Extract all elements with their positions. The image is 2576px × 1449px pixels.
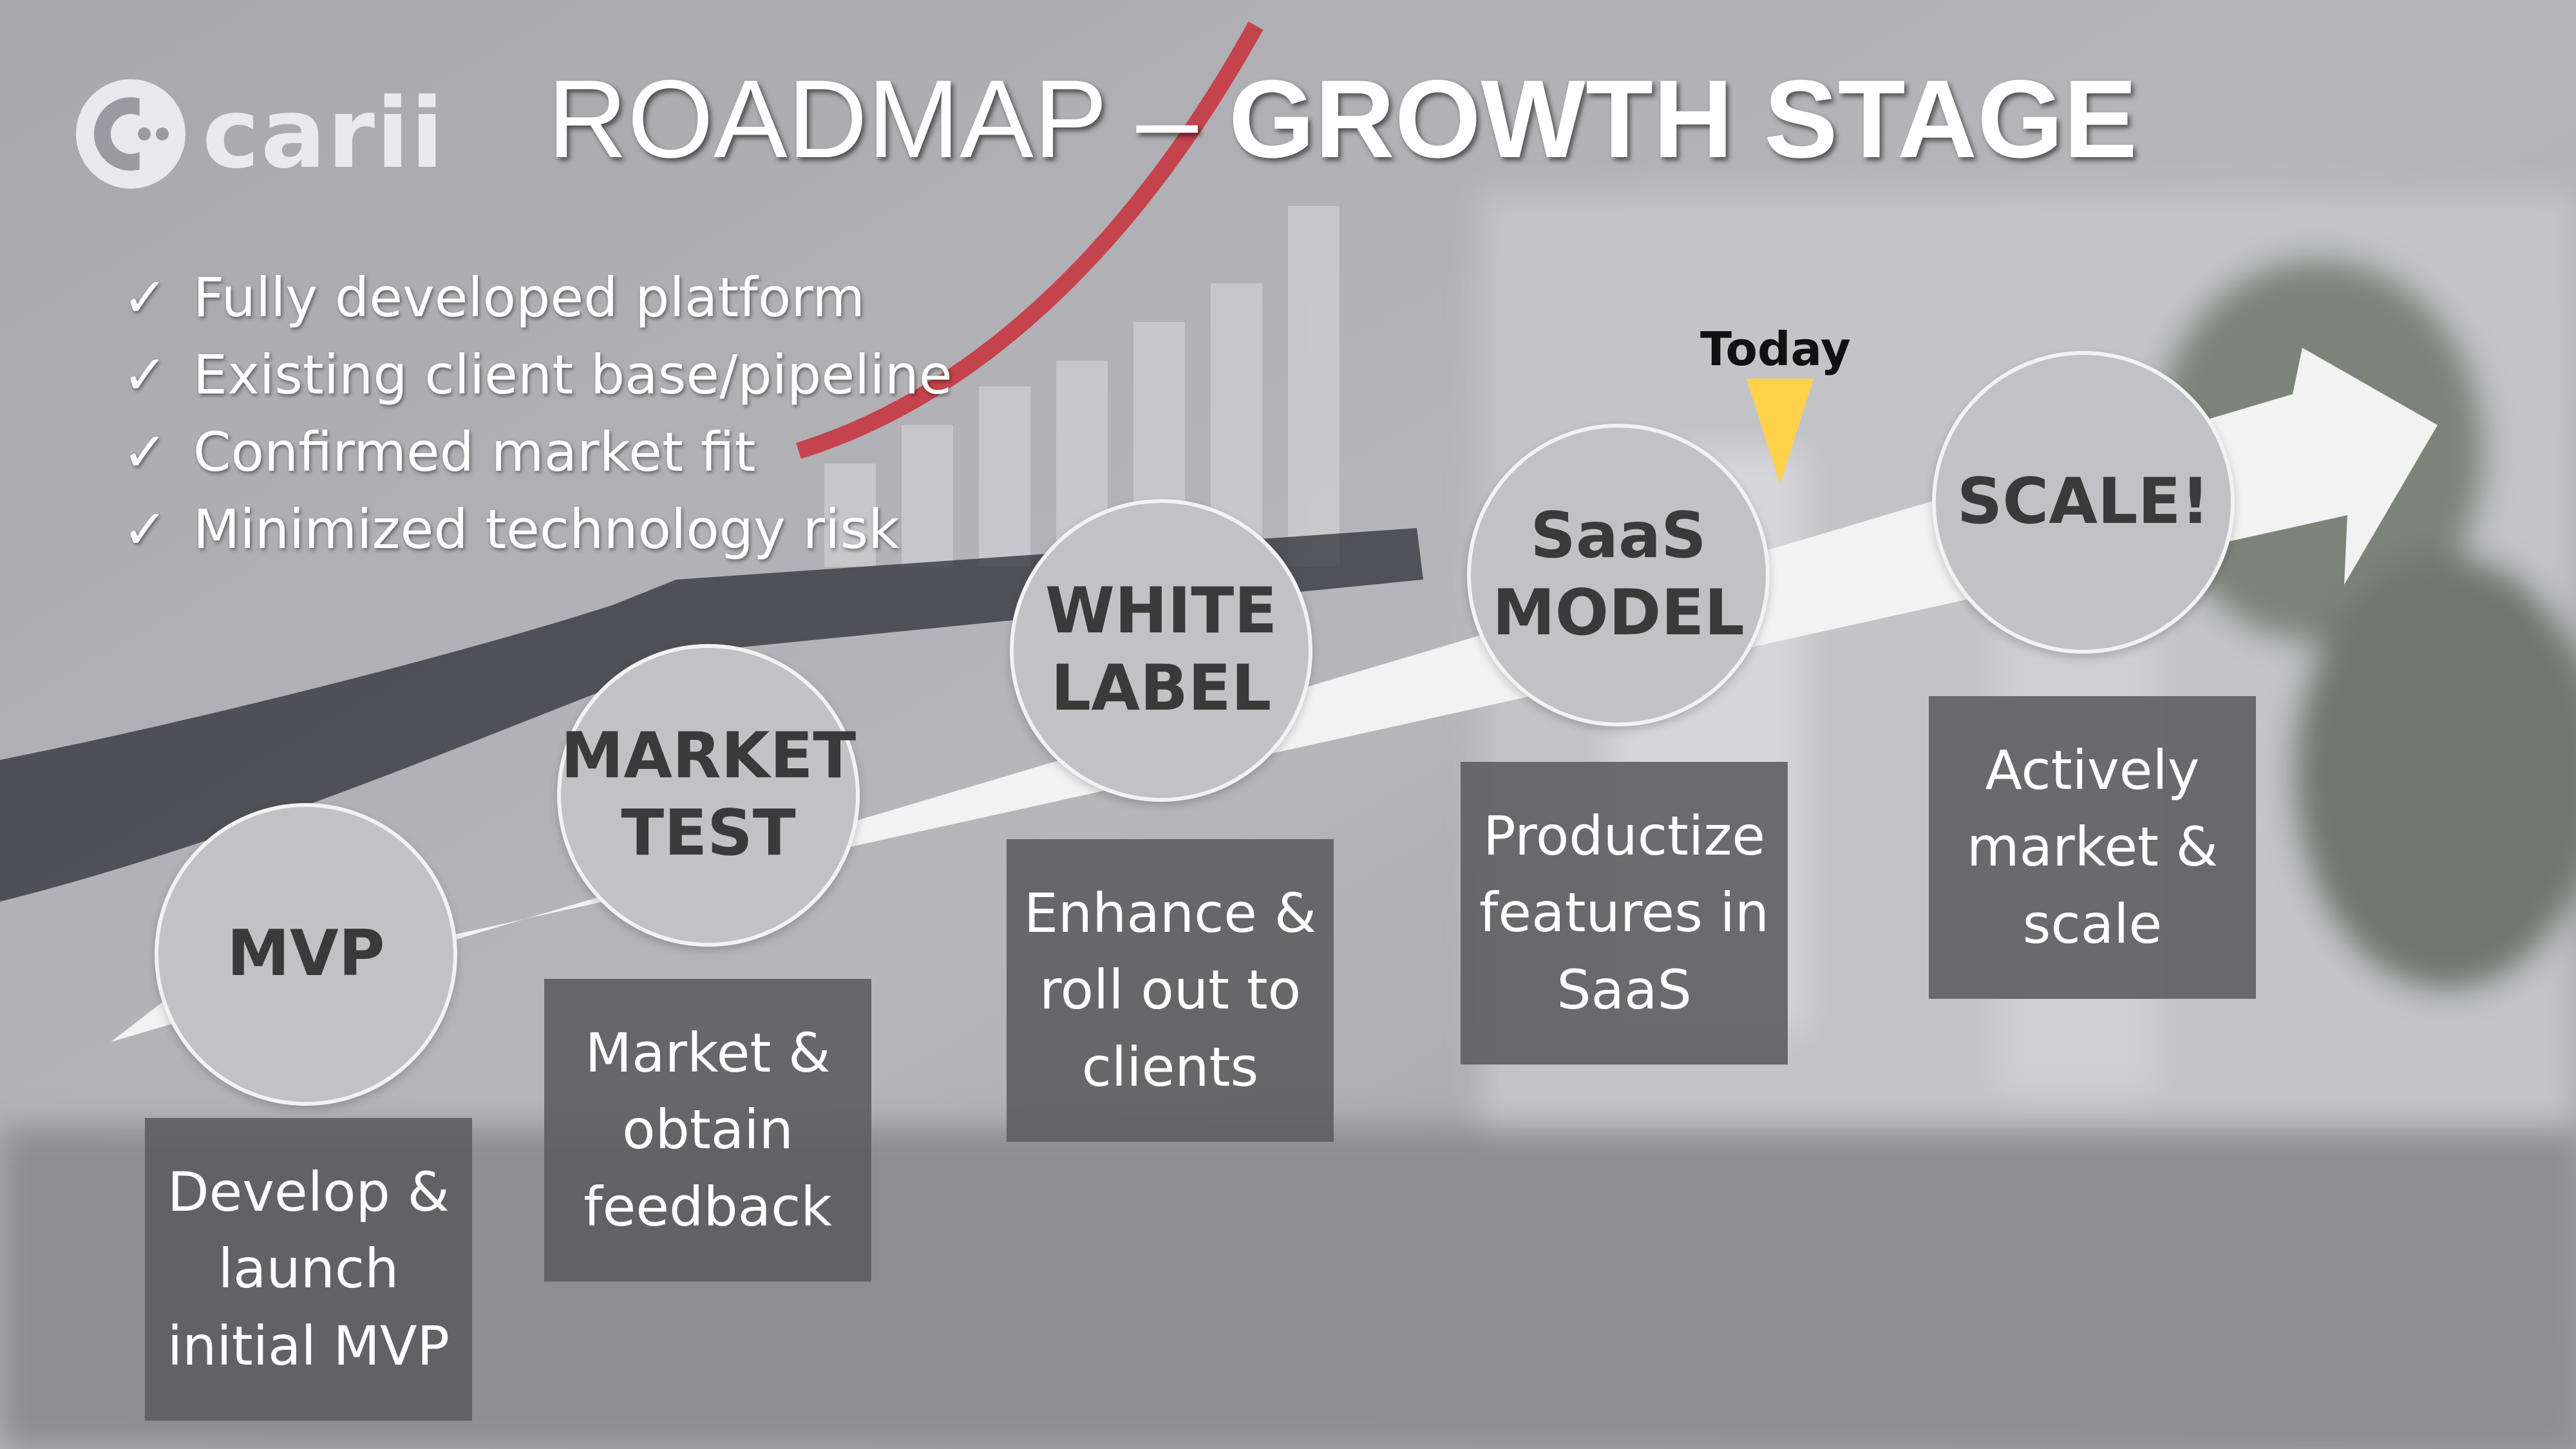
stage-description-mvp: Develop & launch initial MVP xyxy=(145,1118,472,1421)
checkmark-icon: ✓ xyxy=(122,266,168,329)
stage-circle-saas-model: SaaS MODEL xyxy=(1467,424,1770,726)
stage-circle-white-label: WHITE LABEL xyxy=(1010,499,1312,802)
stage-circle-scale: SCALE! xyxy=(1932,351,2235,654)
checkmark-icon: ✓ xyxy=(122,421,168,484)
stage-description-saas-model: Productize features in SaaS xyxy=(1461,762,1788,1065)
checklist-item: ✓Minimized technology risk xyxy=(122,498,900,561)
logo-c-icon xyxy=(76,79,185,189)
stage-description-white-label: Enhance & roll out to clients xyxy=(1007,839,1334,1142)
checklist-item: ✓Fully developed platform xyxy=(122,266,866,329)
company-logo: carii xyxy=(76,76,445,192)
checkmark-icon: ✓ xyxy=(122,498,168,561)
stage-description-market-test: Market & obtain feedback xyxy=(544,979,871,1282)
today-marker-icon xyxy=(1747,379,1814,484)
checkmark-icon: ✓ xyxy=(122,343,168,406)
today-label: Today xyxy=(1700,322,1851,376)
logo-text: carii xyxy=(202,78,445,190)
stage-circle-mvp: MVP xyxy=(155,803,457,1106)
page-title: ROADMAP – GROWTH STAGE xyxy=(547,55,2157,184)
stage-circle-market-test: MARKET TEST xyxy=(557,644,860,947)
checklist-item: ✓Existing client base/pipeline xyxy=(122,343,952,406)
checklist: ✓Fully developed platform ✓Existing clie… xyxy=(122,259,952,568)
title-bold: GROWTH STAGE xyxy=(1228,57,2137,181)
checklist-item: ✓Confirmed market fit xyxy=(122,421,756,484)
stage-description-scale: Actively market & scale xyxy=(1929,696,2256,999)
title-light: ROADMAP – xyxy=(547,57,1229,181)
